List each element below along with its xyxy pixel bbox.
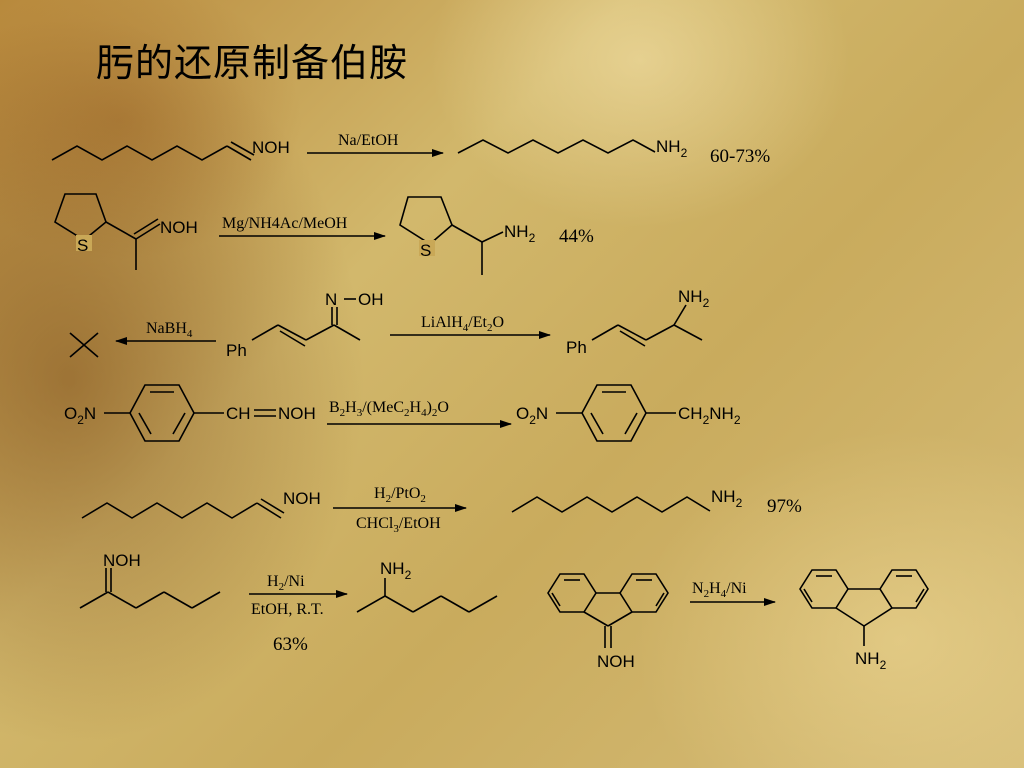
row4-arrow: B2H3/(MeC2H4)2O	[327, 399, 512, 428]
reagent-h2-pto2: H2/PtO2	[374, 485, 426, 505]
reagent-nabh4: NaBH4	[146, 320, 193, 340]
reagent-n2h4-ni: N2H4/Ni	[692, 580, 747, 600]
slide-title: 肟的还原制备伯胺	[96, 41, 409, 85]
reagent-na-etoh: Na/EtOH	[338, 132, 399, 149]
nh2-label: NH2	[504, 222, 536, 245]
row6-reactant-hexanone-oxime: NOH	[79, 551, 221, 609]
row3-left-arrow: NaBH4	[115, 320, 216, 345]
reagent-h2-ni: H2/Ni	[267, 573, 305, 593]
row6-product-fluorenylamine: NH2	[799, 569, 929, 672]
noh-label: NOH	[252, 138, 290, 157]
row3-no-reaction-cross	[69, 332, 99, 358]
sulfur-label: S	[420, 241, 431, 260]
row6-reactant-fluorenone-oxime: NOH	[547, 573, 669, 671]
row6-product-hexan-2-amine: NH2	[356, 559, 498, 613]
hydroxyl-label: OH	[358, 290, 384, 309]
noh-label: NOH	[597, 652, 635, 671]
reagent-lialh4-et2o: LiAlH4/Et2O	[421, 314, 504, 334]
row4-reactant-nitrobenzaldoxime: O2N CH NOH	[64, 384, 316, 442]
noh-label: NOH	[103, 551, 141, 570]
nh2-label: NH2	[656, 137, 688, 160]
ch2nh2-label: CH2NH2	[678, 404, 741, 427]
nh2-label: NH2	[711, 487, 743, 510]
row1-reactant-heptanal-oxime: NOH	[51, 138, 290, 161]
row2-product-amine: S NH2 44%	[399, 196, 594, 275]
yield-5: 97%	[767, 496, 802, 517]
row5-product-octylamine: NH2 97%	[511, 487, 802, 517]
nh2-label: NH2	[855, 649, 887, 672]
reagent-borane: B2H3/(MeC2H4)2O	[329, 399, 449, 419]
phenyl-label: Ph	[226, 341, 247, 360]
conditions-etoh-rt: EtOH, R.T.	[251, 601, 324, 618]
noh-label: NOH	[278, 404, 316, 423]
row2-reactant-thiolane-oxime: S NOH	[54, 193, 198, 270]
row6-arrow-hydrazine: N2H4/Ni	[690, 580, 776, 606]
row2-arrow: Mg/NH4Ac/MeOH	[219, 215, 386, 240]
row6-arrow: H2/Ni EtOH, R.T. 63%	[249, 573, 348, 655]
row5-reactant-octanal-oxime: NOH	[81, 489, 321, 519]
nitrogen-label: N	[325, 290, 337, 309]
phenyl-label: Ph	[566, 338, 587, 357]
row1-product-heptylamine: NH2 60-73%	[457, 137, 770, 167]
row4-product-nitrobenzylamine: O2N CH2NH2	[516, 384, 741, 442]
yield-6: 63%	[273, 634, 308, 655]
yield-1: 60-73%	[710, 146, 770, 167]
row5-arrow: H2/PtO2 CHCl3/EtOH	[333, 485, 467, 535]
row3-right-arrow: LiAlH4/Et2O	[390, 314, 551, 339]
sulfur-label: S	[77, 236, 88, 255]
nh2-label: NH2	[678, 287, 710, 310]
row1-arrow: Na/EtOH	[307, 132, 444, 157]
row3-reactant-styryl-oxime: Ph N OH	[226, 290, 384, 360]
noh-label: NOH	[283, 489, 321, 508]
ch-label: CH	[226, 404, 251, 423]
nitro-label: O2N	[64, 404, 96, 427]
nitro-label: O2N	[516, 404, 548, 427]
yield-2: 44%	[559, 226, 594, 247]
reagent-mg-nh4ac-meoh: Mg/NH4Ac/MeOH	[222, 215, 348, 232]
noh-label: NOH	[160, 218, 198, 237]
nh2-label: NH2	[380, 559, 412, 582]
row3-product-allylamine: Ph NH2	[566, 287, 710, 357]
solvent-chcl3-etoh: CHCl3/EtOH	[356, 515, 441, 535]
